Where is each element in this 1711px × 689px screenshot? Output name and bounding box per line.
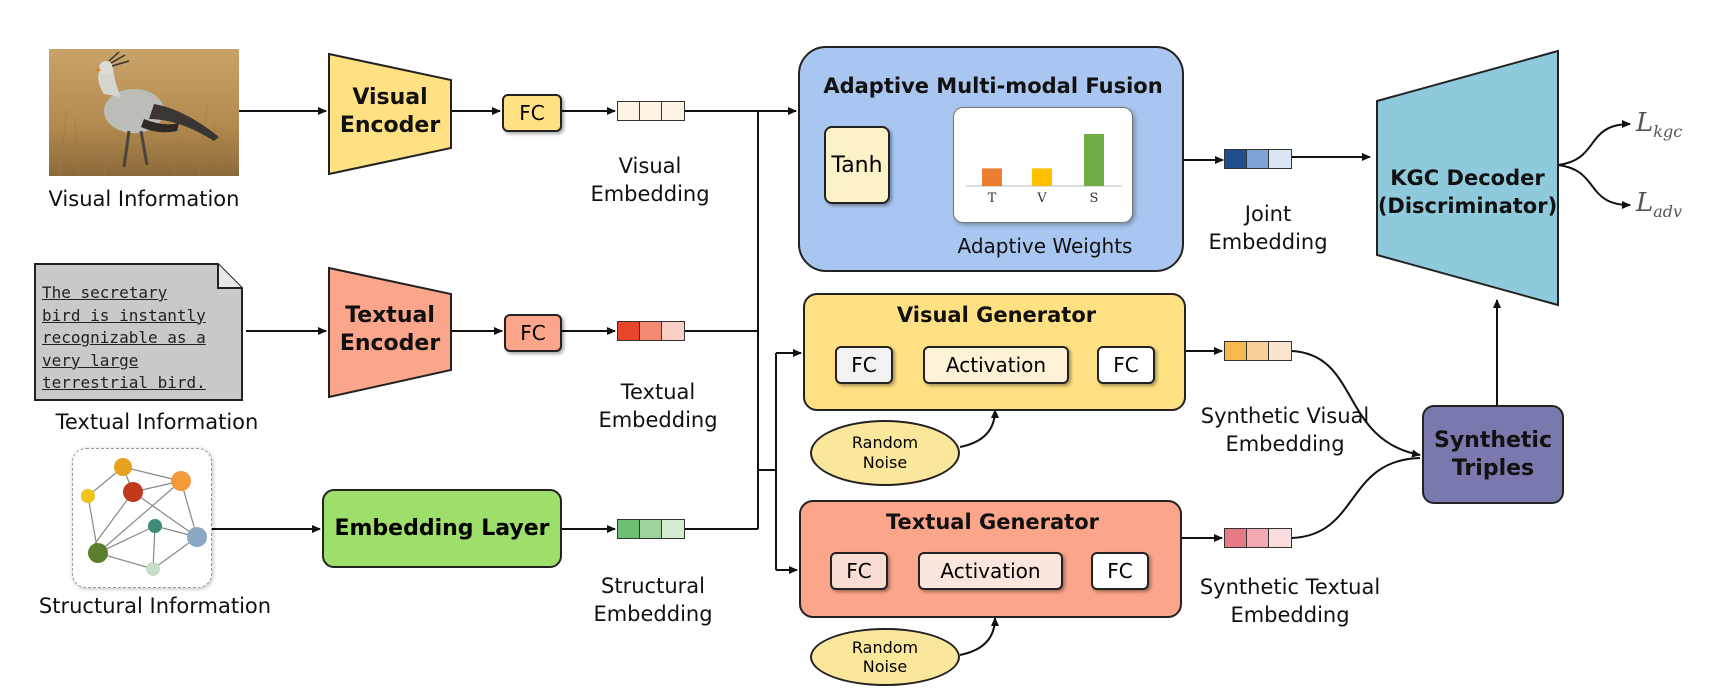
vg-noise-line1: Random xyxy=(851,433,919,452)
tg-activation-label: Activation xyxy=(940,559,1041,583)
vg-fc2-label: FC xyxy=(1113,353,1139,377)
textual-encoder-line2: Encoder xyxy=(339,331,441,356)
textual-generator-title: Textual Generator xyxy=(885,510,1099,534)
doc-line: recognizable as a xyxy=(42,328,206,347)
tg-fc1-label: FC xyxy=(846,559,872,583)
knowledge-graph-icon xyxy=(72,448,212,588)
curve-syn-visual-to-triples xyxy=(1291,350,1421,458)
visual-noise: Random Noise xyxy=(810,420,960,486)
synthetic-triples: Synthetic Triples xyxy=(1422,405,1564,504)
vg-activation-label: Activation xyxy=(945,353,1047,377)
tg-fc2-label: FC xyxy=(1107,559,1133,583)
embedding-layer: Embedding Layer xyxy=(322,489,562,568)
weight-tick-label: T xyxy=(988,191,997,206)
arrow-noise-to-vg xyxy=(959,409,999,448)
bird-photo xyxy=(49,49,239,177)
fusion-title: Adaptive Multi-modal Fusion xyxy=(823,74,1163,98)
doc-line: terrestrial bird. xyxy=(42,373,206,392)
joint-embedding-vector xyxy=(1224,149,1292,169)
synthetic-textual-embedding-vector xyxy=(1224,528,1292,548)
synthetic-line2: Triples xyxy=(1451,455,1535,481)
arrow-noise-to-tg xyxy=(959,617,999,656)
textual-encoder: Textual Encoder xyxy=(327,266,453,399)
doc-line: The secretary xyxy=(42,283,168,302)
decoder-line1: KGC Decoder xyxy=(1390,166,1545,190)
curve-syn-textual-to-triples xyxy=(1291,457,1421,539)
visual-info-label: Visual Information xyxy=(48,187,240,211)
document-icon: The secretary bird is instantly recogniz… xyxy=(30,262,244,402)
weight-bar-t xyxy=(982,168,1002,186)
synthetic-line1: Synthetic xyxy=(1433,427,1553,453)
embedding-layer-label: Embedding Layer xyxy=(334,516,550,541)
structural-info-label: Structural Information xyxy=(38,594,272,618)
visual-embedding-vector xyxy=(617,101,685,121)
textual-fc-label: FC xyxy=(520,321,546,345)
textual-info-label: Textual Information xyxy=(55,410,259,434)
textual-encoder-line1: Textual xyxy=(345,303,435,328)
visual-encoder-line1: Visual xyxy=(352,85,428,110)
vg-fc1-label: FC xyxy=(851,353,877,377)
tg-activation: Activation xyxy=(918,552,1063,590)
textual-noise: Random Noise xyxy=(810,628,960,686)
adv-loss-label: Ladv xyxy=(1636,188,1683,222)
visual-generator-title: Visual Generator xyxy=(896,303,1097,327)
visual-encoder-line2: Encoder xyxy=(339,113,441,138)
synthetic-visual-embedding-vector xyxy=(1224,341,1292,361)
visual-fc: FC xyxy=(502,94,562,132)
curve-decoder-to-kgc-loss xyxy=(1557,120,1631,166)
weight-bar-v xyxy=(1032,168,1052,186)
tanh-label: Tanh xyxy=(831,152,883,178)
textual-embedding-vector xyxy=(617,321,685,341)
visual-encoder: Visual Encoder xyxy=(327,52,453,176)
doc-line: bird is instantly xyxy=(42,305,206,325)
weight-bar-s xyxy=(1084,134,1104,186)
kgc-loss-label: Lkgc xyxy=(1636,108,1683,142)
tanh-box: Tanh xyxy=(824,126,890,204)
tg-noise-line2: Noise xyxy=(862,657,908,676)
structural-embedding-vector xyxy=(617,519,685,539)
weight-tick-label: S xyxy=(1090,191,1099,206)
kgc-decoder: KGC Decoder (Discriminator) xyxy=(1375,49,1560,307)
vg-fc1: FC xyxy=(835,346,893,384)
vg-fc2: FC xyxy=(1097,346,1155,384)
weight-tick-label: V xyxy=(1036,191,1047,206)
doc-line: very large xyxy=(42,350,139,370)
visual-fc-label: FC xyxy=(519,101,545,125)
decoder-line2: (Discriminator) xyxy=(1377,194,1558,218)
tg-fc1: FC xyxy=(830,552,888,590)
textual-fc: FC xyxy=(504,314,562,352)
curve-decoder-to-adv-loss xyxy=(1557,164,1631,209)
tg-noise-line1: Random xyxy=(851,638,919,657)
tg-fc2: FC xyxy=(1091,552,1149,590)
vg-activation: Activation xyxy=(923,346,1069,384)
adaptive-weights-label: Adaptive Weights xyxy=(957,234,1133,258)
vg-noise-line2: Noise xyxy=(862,453,908,472)
